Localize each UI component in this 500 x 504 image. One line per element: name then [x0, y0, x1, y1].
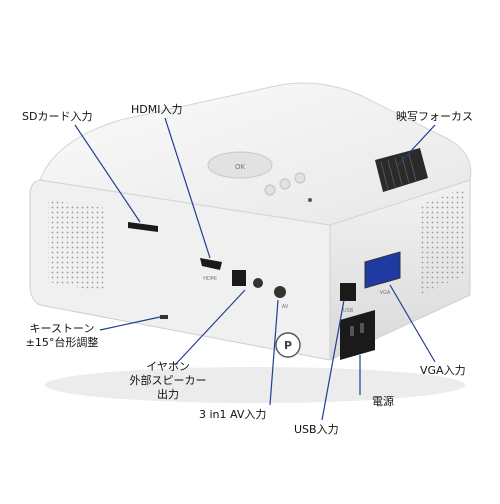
- left-vent-grille: [48, 200, 105, 292]
- earphone-jack: [253, 278, 263, 288]
- line-earphone: [174, 289, 246, 366]
- label-keystone-line1: キーストーン: [29, 322, 95, 335]
- hdmi-port-label: HDMI: [203, 276, 216, 282]
- optical-port: [232, 270, 246, 286]
- usb-port-label: USB: [343, 308, 354, 314]
- vga-port: [364, 251, 401, 289]
- control-pad: [207, 151, 273, 179]
- status-led: [308, 198, 312, 202]
- brand-logo: [275, 332, 301, 358]
- label-keystone: キーストーン ±15°台形調整: [22, 322, 102, 350]
- label-keystone-line2: ±15°台形調整: [25, 336, 99, 349]
- label-sd-card: SDカード入力: [22, 110, 93, 123]
- power-socket: [340, 310, 375, 360]
- line-keystone: [99, 316, 161, 331]
- line-hdmi: [164, 117, 211, 259]
- power-button: [294, 172, 306, 184]
- focus-wheel: [375, 148, 428, 192]
- av-jack: [274, 286, 286, 298]
- label-av: 3 in1 AV入力: [199, 408, 267, 421]
- keystone-lever: [160, 315, 168, 319]
- line-vga: [389, 284, 436, 363]
- brand-logo-letter: P: [284, 339, 292, 352]
- label-vga: VGA入力: [420, 364, 466, 377]
- line-usb: [321, 299, 345, 421]
- label-earphone-line3: 出力: [157, 388, 179, 401]
- ok-button-label: OK: [235, 163, 246, 171]
- floor-shadow: [45, 367, 465, 403]
- label-earphone-line2: 外部スピーカー: [129, 374, 207, 387]
- label-earphone-line1: イヤホン: [146, 360, 190, 373]
- line-focus: [397, 124, 436, 166]
- line-av: [269, 299, 279, 406]
- source-button: [279, 178, 291, 190]
- vga-port-label: VGA: [380, 290, 391, 296]
- label-power: 電源: [372, 395, 394, 408]
- hdmi-port: [200, 258, 222, 270]
- label-earphone: イヤホン 外部スピーカー 出力: [118, 360, 218, 402]
- label-usb: USB入力: [294, 423, 339, 436]
- label-focus: 映写フォーカス: [396, 110, 473, 123]
- usb-port: [340, 283, 356, 301]
- av-port-label: AV: [282, 304, 289, 310]
- callout-lines: [74, 117, 436, 421]
- label-hdmi: HDMI入力: [131, 103, 183, 116]
- line-sd: [74, 124, 141, 223]
- right-vent-grille: [420, 188, 465, 295]
- menu-button: [264, 184, 276, 196]
- sd-card-slot: [128, 222, 158, 232]
